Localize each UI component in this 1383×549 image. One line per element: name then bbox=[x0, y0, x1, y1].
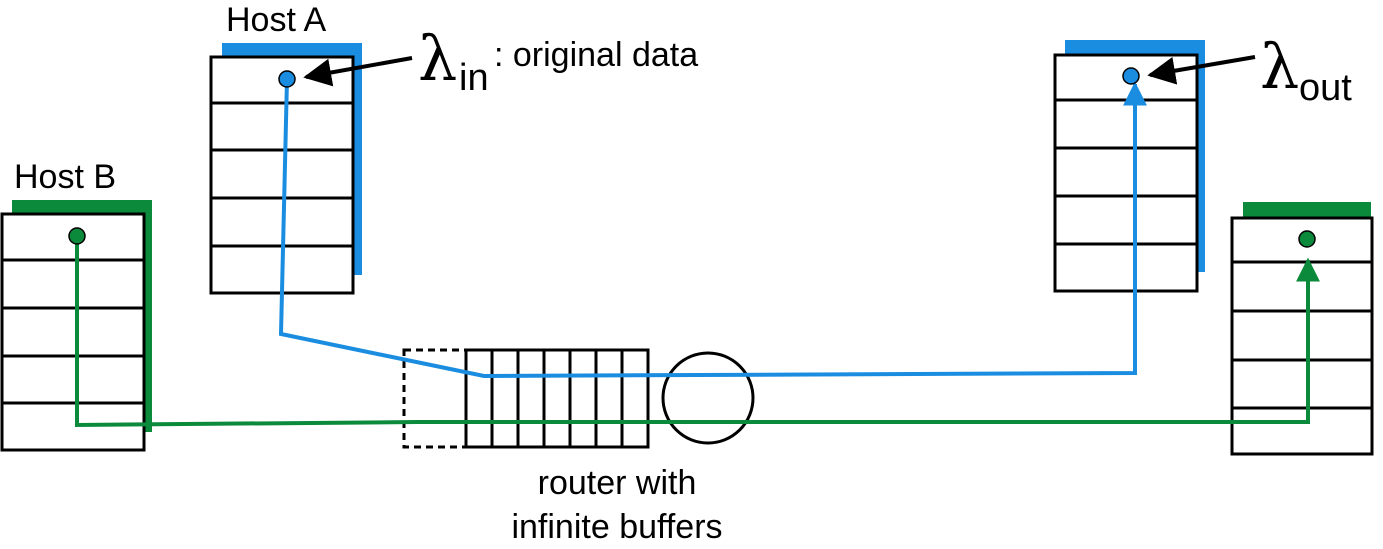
lambda-out-subscript: out bbox=[1299, 67, 1352, 109]
lambda-in-arrow bbox=[303, 56, 413, 87]
buffer-queue bbox=[464, 348, 650, 449]
blue-source-dot bbox=[278, 70, 296, 88]
lambda-in-subscript: in bbox=[459, 57, 489, 99]
router-link-circle bbox=[661, 351, 755, 445]
lambda-in-label: λ in : original data bbox=[418, 22, 698, 99]
lambda-in-symbol: λ bbox=[418, 22, 457, 95]
lambda-out-arrow bbox=[1147, 55, 1256, 85]
blue-dest-dot bbox=[1122, 67, 1140, 85]
green-flow-path bbox=[75, 236, 1320, 428]
blue-flow-path bbox=[278, 78, 1147, 379]
host-b-body bbox=[0, 212, 146, 452]
router-label-line1: router with bbox=[538, 464, 697, 502]
host-a-label: Host A bbox=[226, 1, 326, 39]
lambda-in-description: : original data bbox=[494, 36, 698, 74]
green-source-dot bbox=[68, 227, 86, 245]
receiver-green-body bbox=[1230, 216, 1374, 456]
router-buffer: router with infinite buffers bbox=[402, 348, 755, 546]
router-label-line2: infinite buffers bbox=[511, 508, 722, 546]
lambda-out-label: λ out bbox=[1260, 30, 1352, 109]
host-b-label: Host B bbox=[14, 158, 116, 196]
receiver-blue-body bbox=[1053, 53, 1199, 293]
lambda-out-symbol: λ bbox=[1260, 30, 1299, 103]
green-dest-dot bbox=[1298, 230, 1316, 248]
